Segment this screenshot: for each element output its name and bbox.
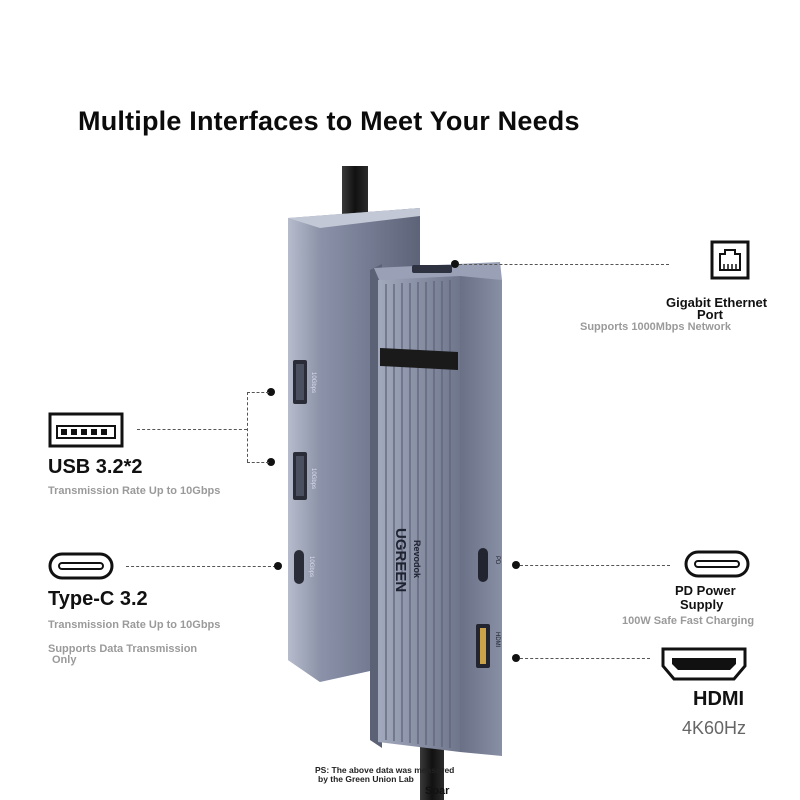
- pd-port: [478, 548, 488, 582]
- footnote-line1: PS: The above data was measured: [315, 765, 455, 775]
- hdmi-port-marker: [512, 654, 520, 662]
- hdmi-port-label: HDMI: [494, 632, 500, 648]
- usb-a-title: USB 3.2*2: [48, 456, 143, 478]
- usb-c-leader: [126, 566, 276, 567]
- usb-a-port-2-label: 10Gbps: [310, 468, 316, 489]
- pd-port-label: PD: [494, 556, 500, 565]
- usb-c-title: Type-C 3.2: [48, 588, 148, 610]
- usb-c-port-label: 10Gbps: [308, 556, 314, 577]
- usb-a-port-1-label: 10Gbps: [310, 372, 316, 393]
- ethernet-port-marker: [451, 260, 459, 268]
- page-title: Multiple Interfaces to Meet Your Needs: [78, 106, 580, 136]
- pd-title-line1: PD Power: [675, 583, 736, 598]
- usb-c-note-line2: Only: [52, 654, 77, 666]
- hdmi-leader: [520, 658, 650, 659]
- usb-a-leader-top: [247, 392, 269, 393]
- brand-label: UGREEN: [392, 528, 409, 592]
- usb-a-leader-bottom: [247, 462, 269, 463]
- hdmi-desc: 4K60Hz: [682, 718, 747, 738]
- usb-c-desc: Transmission Rate Up to 10Gbps: [48, 619, 221, 631]
- ethernet-port-icon: [710, 240, 750, 280]
- usb-a-port-2-marker: [267, 458, 275, 466]
- pd-leader: [520, 565, 670, 566]
- ethernet-desc: Supports 1000Mbps Network: [580, 321, 731, 333]
- footnote-line3: Soar: [425, 785, 450, 797]
- pd-desc: 100W Safe Fast Charging: [622, 615, 755, 627]
- pd-port-marker: [512, 561, 520, 569]
- usb-a-leader-main: [137, 429, 247, 430]
- front-hub-cable: [420, 740, 444, 800]
- usb-c-note-line1: Supports Data Transmission: [48, 643, 198, 655]
- hdmi-port-icon: [661, 647, 747, 681]
- footnote-line2: by the Green Union Lab: [318, 774, 414, 784]
- ethernet-title-line1: Gigabit Ethernet: [666, 295, 768, 310]
- ethernet-port-opening: [412, 265, 452, 273]
- front-hub-body: [378, 276, 460, 752]
- usb-c-port-marker: [274, 562, 282, 570]
- usb-c-icon: [48, 552, 114, 580]
- usb-a-port-1-marker: [267, 388, 275, 396]
- ethernet-title-line2: Port: [697, 307, 723, 322]
- ethernet-leader: [459, 264, 669, 265]
- model-label: Revodok: [412, 540, 422, 579]
- hdmi-title: HDMI: [693, 688, 745, 710]
- usb-a-desc: Transmission Rate Up to 10Gbps: [48, 485, 221, 497]
- pd-title-line2: Supply: [680, 597, 724, 612]
- usb-a-icon: [48, 412, 124, 448]
- usb-a-leader-vertical: [247, 392, 248, 462]
- pd-usb-c-icon: [684, 550, 750, 578]
- usb-c-port: [294, 550, 304, 584]
